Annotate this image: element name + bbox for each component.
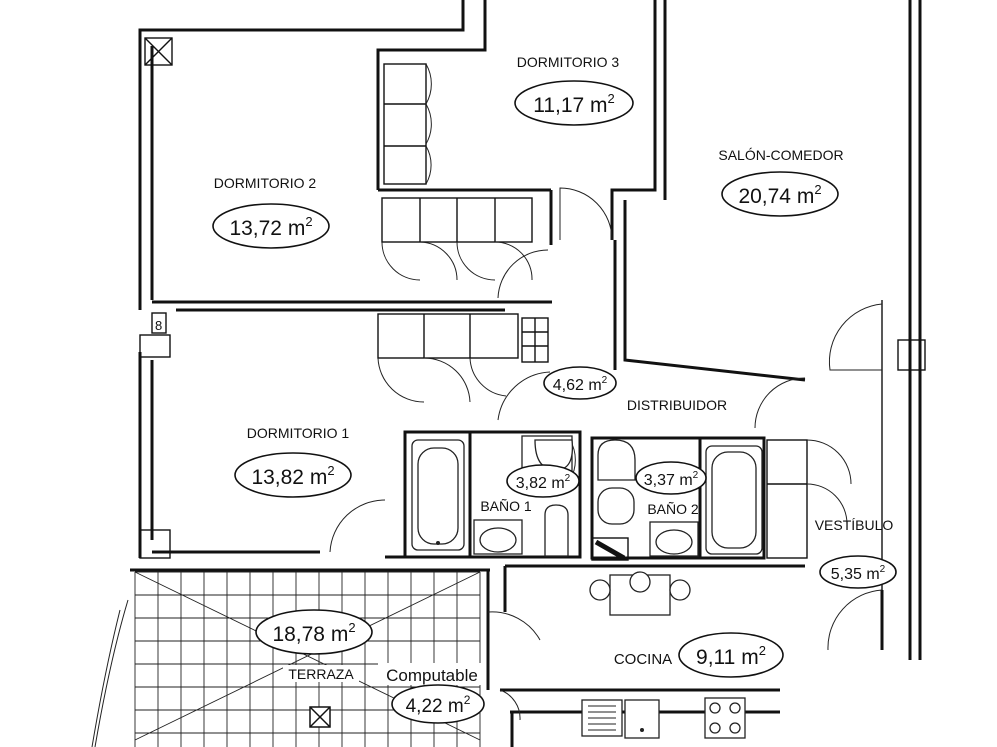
room-salon-comedor: SALÓN-COMEDOR 20,74 m2 [718,147,844,217]
room-distribuidor: 4,62 m2 DISTRIBUIDOR [543,366,727,413]
room-dormitorio-2: DORMITORIO 2 13,72 m2 [212,175,330,249]
room-name: VESTÍBULO [815,517,894,533]
room-area: 9,11 m2 [696,643,766,669]
room-area: 3,82 m2 [516,473,571,492]
room-bano-1: 3,82 m2 BAÑO 1 [480,464,580,514]
room-name: SALÓN-COMEDOR [718,147,843,163]
wardrobes [377,63,852,525]
room-area: 3,37 m2 [644,470,699,489]
computable-label: Computable [386,666,478,685]
svg-text:8: 8 [155,318,162,333]
room-name: BAÑO 2 [647,501,699,517]
room-area: 13,72 m2 [229,214,312,240]
room-name: TERRAZA [288,666,354,682]
kitchen-fixtures [581,571,746,739]
room-name: DORMITORIO 3 [517,54,620,70]
room-area: 13,82 m2 [251,463,334,489]
room-terraza: 18,78 m2 TERRAZA Computable 4,22 m2 [255,609,485,724]
doors [329,187,883,721]
walls: 8 [130,0,926,747]
room-area: 18,78 m2 [272,620,355,646]
room-area: 20,74 m2 [738,182,821,208]
room-area: 4,62 m2 [553,375,608,394]
computable-area: 4,22 m2 [406,693,471,717]
bathroom-fixtures [411,435,763,561]
room-name: DORMITORIO 1 [247,425,350,441]
room-bano-2: 3,37 m2 BAÑO 2 [635,461,707,517]
room-dormitorio-1: DORMITORIO 1 13,82 m2 [234,425,352,498]
room-name: BAÑO 1 [480,498,532,514]
room-vestibulo: VESTÍBULO 5,35 m2 [815,517,897,589]
room-name: DORMITORIO 2 [214,175,317,191]
room-dormitorio-3: DORMITORIO 3 11,17 m2 [514,54,634,126]
room-name: COCINA [614,651,672,668]
room-cocina: COCINA 9,11 m2 [614,632,784,678]
room-area: 11,17 m2 [533,91,615,117]
room-area: 5,35 m2 [831,564,886,583]
room-name: DISTRIBUIDOR [627,397,727,413]
